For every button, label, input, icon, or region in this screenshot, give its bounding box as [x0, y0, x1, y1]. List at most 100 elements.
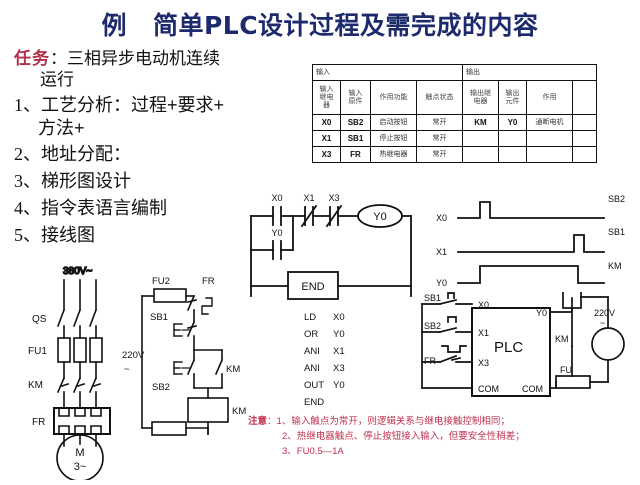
main-power-circuit: 380V~ [18, 262, 148, 485]
task-label: 任务 [14, 49, 50, 68]
task-line: 任务：三相异步电动机连续 [14, 48, 246, 69]
il-op-3: ANI [304, 363, 320, 374]
il-operand-0: X0 [333, 312, 345, 323]
th-output-element: 输出 元件 [498, 80, 527, 115]
cell-r2c1: FR [340, 146, 371, 163]
title-prefix: 例 [101, 11, 127, 40]
ladder-branch-y0: Y0 [271, 228, 282, 238]
notes-colon: ： [267, 416, 277, 427]
label-220v-control-l2: ~ [124, 364, 130, 375]
th-input-element-l1: 输入 [348, 89, 363, 97]
th-spare [572, 80, 597, 115]
th-output-relay-l2: 电器 [473, 97, 488, 105]
th-function: 作用功能 [370, 80, 417, 115]
label-qs: QS [32, 314, 47, 325]
cell-r1c1: SB1 [340, 130, 371, 147]
list-item-2-num: 2、 [14, 144, 41, 164]
wiring-terminal-y0: Y0 [536, 308, 547, 318]
il-op-2: ANI [304, 346, 320, 357]
label-km-main: KM [28, 380, 43, 391]
list-item-5-text: 接线图 [41, 225, 95, 245]
label-km-coil: KM [232, 406, 246, 417]
cell-r1c7 [572, 130, 597, 147]
list-item-4-num: 4、 [14, 198, 41, 218]
table-section-output: 输出 [462, 64, 597, 81]
wiring-device-sb1: SB1 [424, 293, 441, 303]
list-item-4-text: 指令表语言编制 [41, 198, 167, 218]
wiring-plc-label: PLC [494, 339, 523, 356]
list-item-1-cont: 方法+ [38, 118, 85, 138]
timing-signal-x0: X0 [436, 213, 447, 223]
list-item-1-text: 工艺分析：过程+要求+ [41, 95, 225, 115]
cell-r1c6 [526, 130, 573, 147]
motor-symbol-line2: 3~ [74, 461, 87, 473]
notes-block: 注意：1、输入触点为常开，则逻辑关系与继电接触控制相同； 2、热继电器触点、停止… [248, 414, 638, 459]
wiring-terminal-x3: X3 [478, 358, 489, 368]
ladder-coil-y0: Y0 [373, 211, 386, 223]
th-input-relay-l2: 继电 [319, 93, 334, 101]
cell-r0c2: 启动按钮 [370, 114, 417, 131]
cell-r0c3: 常开 [416, 114, 463, 131]
wiring-terminal-x1: X1 [478, 328, 489, 338]
supply-voltage-label-text: 380V~ [63, 266, 92, 277]
cell-r1c2: 停止按钮 [370, 130, 417, 147]
cell-r2c4 [462, 146, 499, 163]
label-fr-main: FR [32, 417, 45, 428]
timing-device-km: KM [608, 261, 622, 271]
il-op-4: OUT [304, 380, 324, 391]
label-fu2: FU2 [152, 276, 170, 287]
plc-wiring-diagram: SB1 SB2 FR X0 X1 X3 COM Y0 COM KM FU 220… [412, 285, 638, 415]
note-line-2: 2、热继电器触点、停止按钮接入输入，但要安全性稍差； [282, 431, 525, 442]
ladder-contact-x3: X3 [328, 193, 339, 203]
th-output-element-l1: 输出 [505, 89, 520, 97]
cell-r2c0: X3 [312, 146, 341, 163]
list-item-2: 2、地址分配： [14, 142, 246, 166]
wiring-terminal-com-in: COM [478, 384, 499, 394]
th-input-relay-l1: 输入 [319, 85, 334, 93]
list-item-5-num: 5、 [14, 225, 41, 245]
wiring-terminal-x0: X0 [478, 300, 489, 310]
cell-r2c6 [526, 146, 573, 163]
cell-r0c5: Y0 [498, 114, 527, 131]
timing-device-sb2: SB2 [608, 194, 625, 204]
notes-label: 注意 [248, 416, 268, 427]
task-text: 三相异步电动机连续 [67, 49, 220, 68]
list-item-4: 4、指令表语言编制 [14, 196, 246, 220]
note-text-1: 1、输入触点为常开，则逻辑关系与继电接触控制相同； [276, 416, 510, 427]
list-item-3-num: 3、 [14, 171, 41, 191]
th-input-relay: 输入 继电 器 [312, 80, 341, 115]
table-header-row: 输入 继电 器 输入 原件 作用功能 触点状态 输出继 电器 输出 元件 作用 [312, 80, 597, 115]
label-km-aux: KM [226, 364, 240, 375]
th-input-element: 输入 原件 [340, 80, 371, 115]
timing-signal-x1: X1 [436, 247, 447, 257]
label-220v-control-l1: 220V [122, 350, 145, 361]
note-line-3: 3、FU0.5—1A [282, 446, 344, 457]
cell-r0c4: KM [462, 114, 499, 131]
th-input-element-l2: 原件 [348, 97, 363, 105]
task-line-cont: 运行 [40, 70, 74, 89]
cell-r1c5 [498, 130, 527, 147]
ladder-diagram: X0 X1 X3 Y0 Y0 END [248, 188, 426, 313]
note-line-1: 注意：1、输入触点为常开，则逻辑关系与继电接触控制相同； [248, 414, 638, 429]
motor-symbol-line1: M [75, 447, 84, 459]
wiring-label-fu: FU [560, 365, 572, 375]
cell-r0c6: 通断电机 [526, 114, 573, 131]
page-title: 例简单PLC设计过程及需完成的内容 [0, 6, 640, 42]
th-contact-state: 触点状态 [416, 80, 463, 115]
label-sb1: SB1 [150, 312, 168, 323]
task-colon: ： [50, 49, 67, 68]
cell-r2c7 [572, 146, 597, 163]
list-item-1: 1、工艺分析：过程+要求+ [14, 93, 246, 117]
cell-r0c0: X0 [312, 114, 341, 131]
timing-device-sb1: SB1 [608, 227, 625, 237]
th-output-relay-l1: 输出继 [470, 89, 491, 97]
cell-r2c2: 热继电器 [370, 146, 417, 163]
il-op-5: END [304, 397, 324, 408]
wiring-label-220v-l2: ~ [600, 318, 605, 328]
table-section-row: 输入 输出 [312, 64, 597, 81]
label-fr-control: FR [202, 276, 215, 287]
label-sb2: SB2 [152, 382, 170, 393]
il-operand-1: Y0 [333, 329, 345, 340]
control-circuit: FU2 FR SB1 SB2 KM KM 220V ~ [122, 262, 254, 445]
